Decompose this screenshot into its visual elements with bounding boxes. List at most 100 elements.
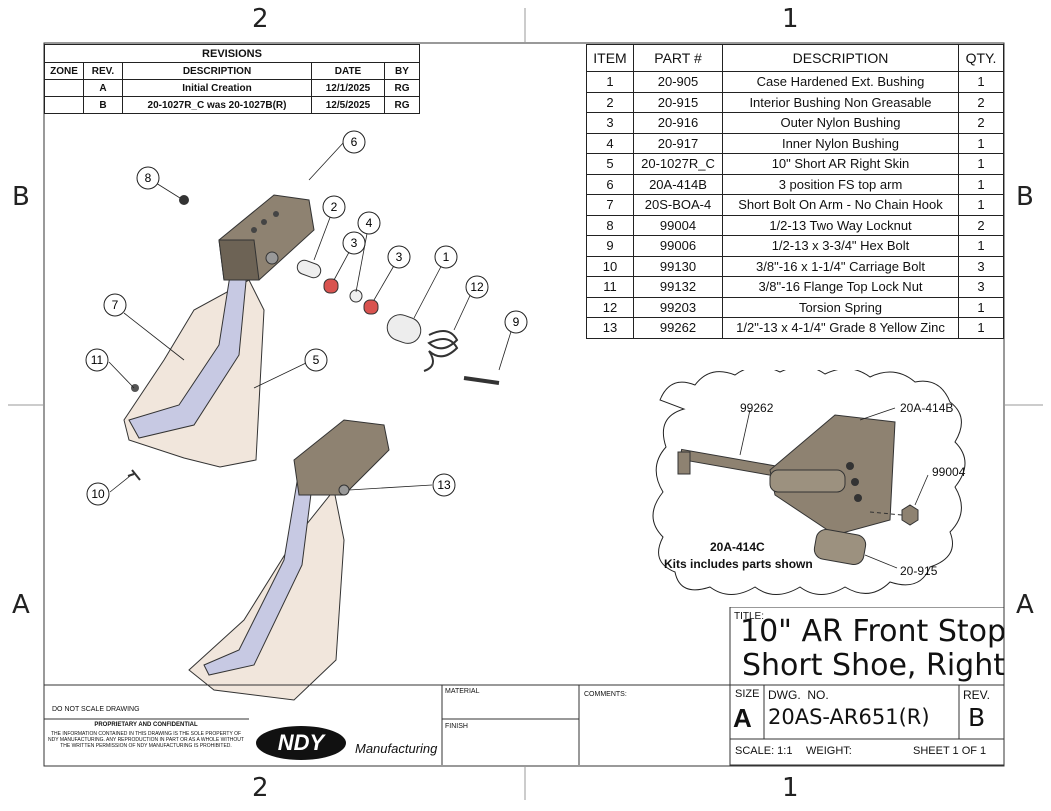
balloon-11-label: 11 <box>91 353 104 367</box>
balloon-1-label: 1 <box>443 250 450 264</box>
balloon-10-label: 10 <box>91 487 105 501</box>
rev-header-date: DATE <box>311 62 385 80</box>
bom-cell-item: 12 <box>586 296 634 318</box>
bom-cell-qty: 2 <box>958 91 1004 113</box>
bom-cell-description: Case Hardened Ext. Bushing <box>722 71 959 93</box>
do-not-scale-note: DO NOT SCALE DRAWING <box>52 706 140 713</box>
proprietary-text: THE INFORMATION CONTAINED IN THIS DRAWIN… <box>48 731 244 749</box>
balloon-12-label: 12 <box>470 280 484 294</box>
balloon-4: 4 <box>357 211 381 235</box>
bom-cell-qty: 1 <box>958 194 1004 216</box>
rev-letter: A <box>83 79 123 97</box>
bom-cell-part: 20-1027R_C <box>633 153 723 175</box>
rev-header-rev: REV. <box>83 62 123 80</box>
comments-label: COMMENTS: <box>584 691 627 698</box>
bom-cell-item: 2 <box>586 91 634 113</box>
bom-header-description: DESCRIPTION <box>722 44 959 72</box>
balloon-6: 6 <box>342 130 366 154</box>
balloon-13: 13 <box>432 473 456 497</box>
bom-cell-item: 6 <box>586 173 634 195</box>
exploded-view: 1 2 3 3 4 5 6 7 8 9 10 11 12 13 <box>85 130 528 701</box>
bom-cell-description: Short Bolt On Arm - No Chain Hook <box>722 194 959 216</box>
rev-description: Initial Creation <box>122 79 312 97</box>
bom-cell-item: 9 <box>586 235 634 257</box>
bom-cell-qty: 1 <box>958 153 1004 175</box>
drawing-title-line2: Short Shoe, Right <box>742 648 1005 683</box>
bom-cell-qty: 1 <box>958 317 1004 339</box>
rev-zone <box>44 96 84 114</box>
title-block-frame <box>44 607 1005 766</box>
zone-right-b: B <box>1016 182 1034 212</box>
balloon-8-label: 8 <box>145 171 152 185</box>
bom-header-qty: QTY. <box>958 44 1004 72</box>
kit-label-arm: 20A-414B <box>900 401 954 415</box>
balloon-9-label: 9 <box>513 315 520 329</box>
balloon-3b: 3 <box>387 245 411 269</box>
balloon-5: 5 <box>304 348 328 372</box>
bom-cell-item: 7 <box>586 194 634 216</box>
dwg-no-value: 20AS-AR651(R) <box>768 705 930 729</box>
zone-top-1: 1 <box>782 4 799 34</box>
material-label: MATERIAL <box>445 688 480 695</box>
bom-cell-part: 20-905 <box>633 71 723 93</box>
balloon-8: 8 <box>136 166 160 190</box>
bom-cell-item: 10 <box>586 255 634 277</box>
bom-cell-description: 1/2-13 x 3-3/4" Hex Bolt <box>722 235 959 257</box>
balloon-2-label: 2 <box>331 200 338 214</box>
rev-by: RG <box>384 79 420 97</box>
rev-value: B <box>968 703 986 732</box>
balloon-13-label: 13 <box>437 478 451 492</box>
bom-cell-part: 99006 <box>633 235 723 257</box>
shoe-assembly-upper <box>123 194 315 468</box>
bom-cell-part: 20-916 <box>633 112 723 134</box>
bom-cell-item: 5 <box>586 153 634 175</box>
bom-cell-description: 3/8"-16 Flange Top Lock Nut <box>722 276 959 298</box>
balloon-6-label: 6 <box>351 135 358 149</box>
zone-bottom-2: 2 <box>252 773 269 803</box>
bom-cell-description: Torsion Spring <box>722 296 959 318</box>
balloons: 1 2 3 3 4 5 6 7 8 9 10 11 12 13 <box>85 130 528 506</box>
bom-cell-part: 99130 <box>633 255 723 277</box>
kit-name: 20A-414C <box>710 540 765 554</box>
bom-cell-description: Outer Nylon Bushing <box>722 112 959 134</box>
zone-right-a: A <box>1016 590 1034 620</box>
rev-by: RG <box>384 96 420 114</box>
bom-cell-part: 20-915 <box>633 91 723 113</box>
title-label: TITLE: <box>734 611 765 622</box>
balloon-5-label: 5 <box>313 353 320 367</box>
bom-cell-part: 99203 <box>633 296 723 318</box>
revisions-table: REVISIONS ZONE REV. DESCRIPTION DATE BY … <box>44 44 420 114</box>
balloon-3b-label: 3 <box>396 250 403 264</box>
bom-cell-qty: 1 <box>958 296 1004 318</box>
bom-cell-qty: 3 <box>958 255 1004 277</box>
zone-top-2: 2 <box>252 4 269 34</box>
kit-parts <box>677 414 919 566</box>
bom-header-part: PART # <box>633 44 723 72</box>
rev-header-zone: ZONE <box>44 62 84 80</box>
drawing-title-line1: 10" AR Front Stop <box>740 614 1007 649</box>
bom-cell-description: 3/8"-16 x 1-1/4" Carriage Bolt <box>722 255 959 277</box>
bom-cell-item: 1 <box>586 71 634 93</box>
proprietary-title: PROPRIETARY AND CONFIDENTIAL <box>94 722 198 728</box>
balloon-7: 7 <box>103 293 127 317</box>
ndy-logo: NDY <box>256 726 346 760</box>
balloon-2: 2 <box>322 195 346 219</box>
bom-cell-part: 99132 <box>633 276 723 298</box>
ndy-logo-text: NDY <box>277 730 325 755</box>
ndy-logo-sub: Manufacturing <box>355 741 438 756</box>
weight-label: WEIGHT: <box>806 745 852 757</box>
kit-label-bushing: 20-915 <box>900 564 938 578</box>
size-label: SIZE <box>735 688 760 700</box>
shoe-assembly-lower <box>188 419 390 701</box>
rev-zone <box>44 79 84 97</box>
